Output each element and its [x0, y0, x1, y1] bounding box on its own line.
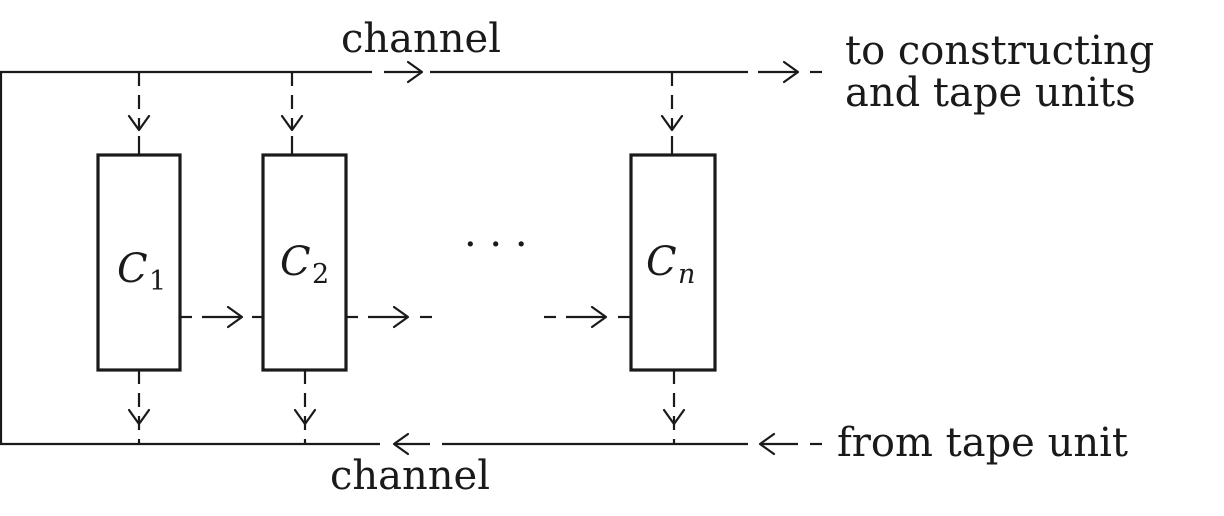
- cell-links: [180, 305, 631, 329]
- to-units-label-line1: to constructing: [845, 28, 1154, 74]
- channel-label-bottom: channel: [330, 453, 490, 499]
- top-channel-arrow-right-icon: [406, 60, 424, 84]
- ellipsis: · · ·: [464, 222, 528, 268]
- cn-output-arrow-icon: [662, 408, 686, 426]
- link-c1-c2-arrow-icon: [226, 305, 244, 329]
- out-arrow-right-icon: [782, 60, 800, 84]
- in-arrow-left-icon: [758, 432, 776, 456]
- cell-cn: C n: [629, 72, 717, 444]
- cell-c2-box: [261, 153, 348, 372]
- bottom-channel-arrow-left-icon: [392, 432, 410, 456]
- cell-cn-subscript: n: [678, 259, 695, 290]
- c1-input-arrow-icon: [127, 114, 151, 132]
- bottom-channel: [0, 432, 822, 456]
- channel-label-top: channel: [341, 16, 501, 62]
- cell-c1-letter: C: [117, 246, 148, 292]
- top-channel: [0, 60, 822, 84]
- cell-cn-box: [629, 153, 717, 372]
- cell-c1: C 1: [96, 72, 182, 444]
- link-prev-cn-arrow-icon: [590, 305, 608, 329]
- cell-c1-subscript: 1: [149, 266, 166, 297]
- cell-c2-subscript: 2: [312, 259, 329, 290]
- link-c2-next-arrow-icon: [392, 305, 410, 329]
- cell-c2-letter: C: [280, 239, 311, 285]
- to-units-label-line2: and tape units: [845, 70, 1136, 116]
- cell-c2: C 2: [261, 72, 348, 444]
- from-unit-label: from tape unit: [837, 420, 1128, 466]
- cell-cn-letter: C: [646, 239, 677, 285]
- c2-output-arrow-icon: [293, 408, 317, 426]
- cell-c1-box: [96, 153, 182, 372]
- c1-output-arrow-icon: [127, 408, 151, 426]
- cn-input-arrow-icon: [660, 114, 684, 132]
- c2-input-arrow-icon: [280, 114, 304, 132]
